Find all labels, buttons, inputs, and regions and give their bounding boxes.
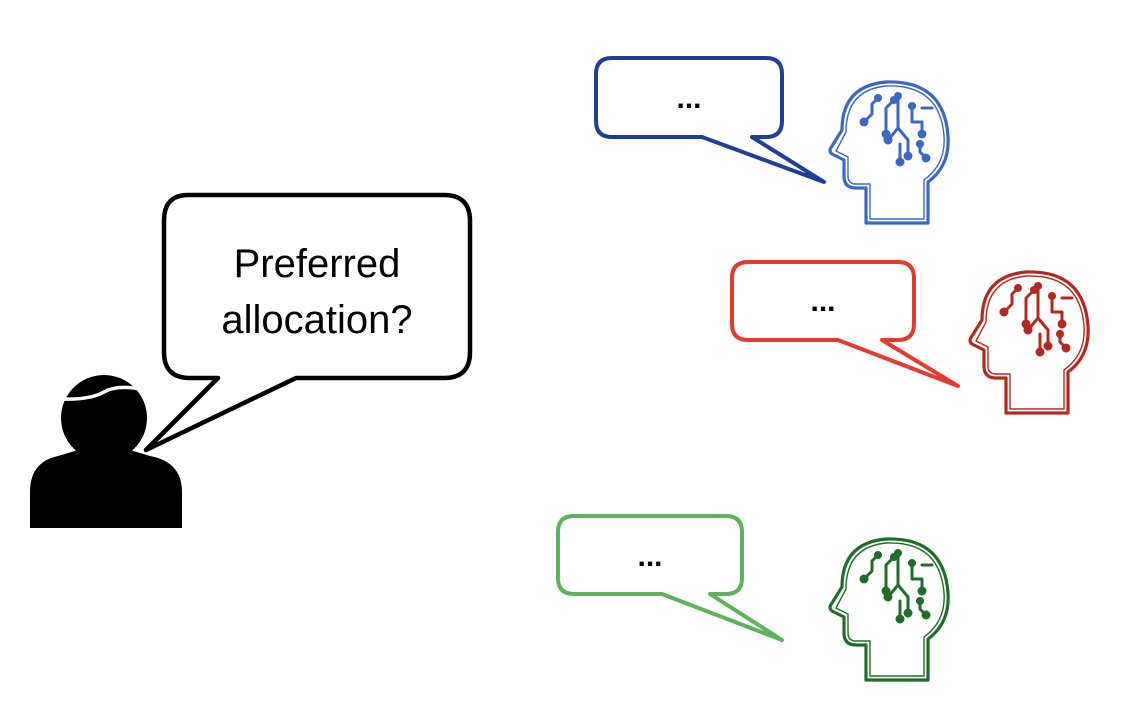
agent-3-ai-head-icon [828, 537, 950, 682]
agent-1-bubble-shape [594, 56, 826, 184]
agent-1-ai-head-icon [828, 80, 950, 225]
agent-1-reply: ... [676, 82, 701, 115]
agent-3-bubble-shape [556, 514, 784, 642]
agent-3-reply: ... [637, 540, 662, 573]
agent-2-bubble-shape [730, 260, 960, 388]
user-question-line1: Preferred [234, 242, 401, 286]
user-speech-bubble: Preferred allocation? [143, 192, 473, 453]
agent-2-speech-bubble: ... [730, 260, 960, 388]
agent-3-speech-bubble: ... [556, 514, 784, 642]
user-person-icon [30, 375, 182, 528]
agent-2-ai-head-icon [968, 270, 1090, 415]
agent-1-speech-bubble: ... [594, 56, 826, 184]
user-question-line2: allocation? [221, 298, 412, 342]
agent-2-reply: ... [810, 285, 835, 318]
